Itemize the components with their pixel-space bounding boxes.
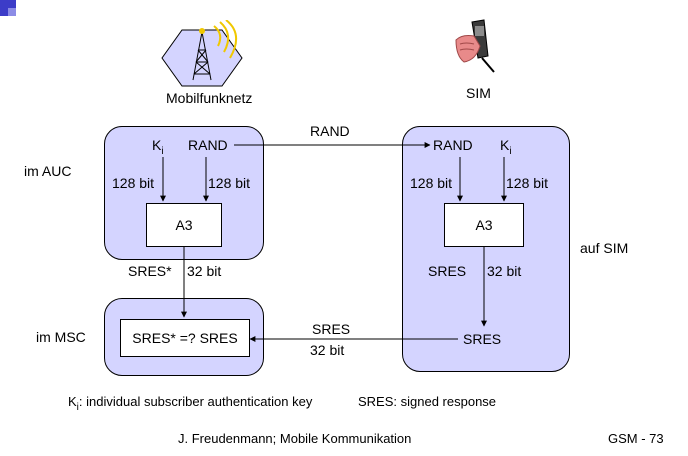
transfer-rand-label: RAND [310,123,350,139]
sim-ki-bits: 128 bit [506,175,549,191]
auc-sres-label: SRES* [128,263,172,279]
sim-label: SIM [466,85,491,101]
auc-side-label: im AUC [24,163,72,179]
sim-sres-label: SRES [428,263,467,279]
network-label: Mobilfunknetz [166,90,253,106]
auc-a3-box: A3 [146,203,222,247]
network-antenna-icon [161,20,243,87]
sim-ki-label: Ki [500,137,512,157]
auc-sres-bits: 32 bit [187,263,222,279]
auc-ki-bits: 128 bit [112,175,155,191]
msc-side-label: im MSC [36,329,86,345]
auc-rand-label: RAND [188,137,228,153]
auc-a3-label: A3 [175,217,193,233]
legend-ki: Ki: individual subscriber authentication… [68,394,313,413]
sim-a3-box: A3 [444,203,524,247]
transfer-sres-label: SRES [312,321,351,337]
sim-a3-label: A3 [475,217,493,233]
footer-author: J. Freudenmann; Mobile Kommunikation [178,431,412,446]
transfer-sres-bits: 32 bit [310,342,345,358]
footer-page: GSM - 73 [608,431,664,446]
auc-rand-bits: 128 bit [208,175,251,191]
legend-sres: SRES: signed response [358,394,497,409]
sim-panel [402,126,570,372]
auc-ki-label: Ki [152,137,164,157]
corner-mark-icon [0,0,16,16]
msc-compare-box: SRES* =? SRES [120,319,250,357]
sim-rand-label: RAND [433,137,473,153]
msc-compare-label: SRES* =? SRES [132,330,238,346]
phone-icon [455,19,495,73]
sim-side-label: auf SIM [580,240,629,256]
sim-sres-out: SRES [463,331,502,347]
sim-sres-bits: 32 bit [487,263,522,279]
sim-rand-bits: 128 bit [410,175,453,191]
